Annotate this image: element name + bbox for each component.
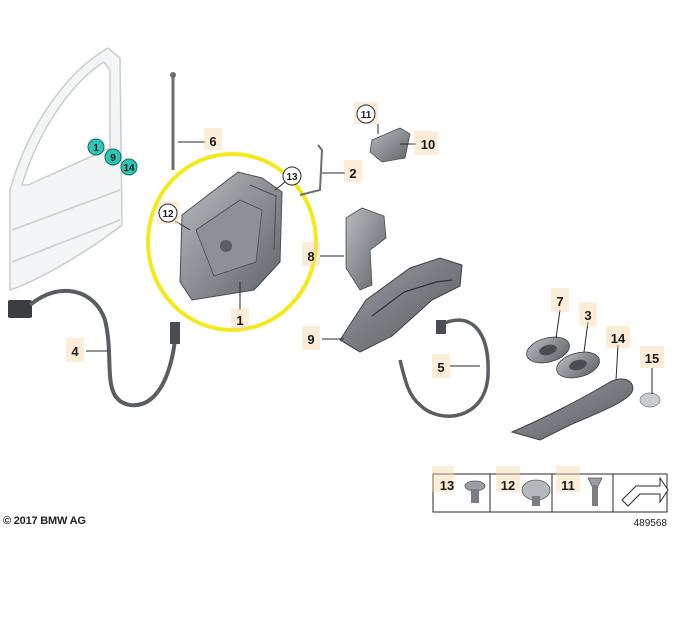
svg-text:3: 3 <box>584 308 591 323</box>
bracket-10 <box>369 127 411 163</box>
svg-text:15: 15 <box>645 351 659 366</box>
svg-text:8: 8 <box>307 249 314 264</box>
svg-text:13: 13 <box>286 172 298 183</box>
door-outline <box>9 47 123 292</box>
fastener-legend: 13 12 11 <box>432 466 669 513</box>
handle-carrier-9 <box>339 257 463 353</box>
legend-item-12[interactable]: 12 <box>496 466 551 506</box>
door-badge-1[interactable]: 1 <box>87 138 105 156</box>
countersunk-screw-icon <box>587 477 603 506</box>
bracket-8 <box>345 207 387 291</box>
cap-15 <box>639 392 661 408</box>
svg-text:14: 14 <box>123 163 135 174</box>
callout-3[interactable]: 3 <box>579 302 597 326</box>
drawing-id: 489568 <box>634 518 668 529</box>
cap-7 <box>526 336 570 364</box>
door-lock-actuator <box>179 171 283 301</box>
circled-11[interactable]: 11 <box>354 102 378 124</box>
callout-2[interactable]: 2 <box>344 160 362 182</box>
svg-text:1: 1 <box>236 313 243 328</box>
callout-1[interactable]: 1 <box>231 308 249 330</box>
svg-text:7: 7 <box>556 294 563 309</box>
callout-14[interactable]: 14 <box>606 326 630 348</box>
svg-text:11: 11 <box>361 110 372 121</box>
callout-5[interactable]: 5 <box>432 354 450 378</box>
flat-head-screw-icon <box>464 480 486 503</box>
cable-connector-left <box>8 300 32 318</box>
copyright-notice: © 2017 BMW AG <box>3 515 86 527</box>
arrow-symbol-icon <box>621 476 669 507</box>
highlight-ring <box>146 152 318 332</box>
legend-item-13[interactable]: 13 <box>432 466 486 503</box>
rod-2 <box>299 144 324 196</box>
circled-13[interactable]: 13 <box>282 166 302 186</box>
svg-text:6: 6 <box>209 134 216 149</box>
callout-8[interactable]: 8 <box>302 242 320 266</box>
callouts <box>86 124 653 394</box>
door-badge-9[interactable]: 9 <box>104 148 122 166</box>
svg-text:9: 9 <box>307 332 314 347</box>
door-handle-14 <box>510 378 634 441</box>
svg-text:13: 13 <box>440 478 454 493</box>
svg-text:14: 14 <box>611 331 626 346</box>
round-head-screw-icon <box>521 479 551 506</box>
svg-text:5: 5 <box>437 360 444 375</box>
svg-text:2: 2 <box>349 166 356 181</box>
legend-item-11[interactable]: 11 <box>556 466 603 506</box>
svg-text:12: 12 <box>501 478 515 493</box>
callout-15[interactable]: 15 <box>640 346 664 368</box>
bowden-cable-4 <box>8 288 180 408</box>
svg-text:10: 10 <box>421 137 435 152</box>
callout-4[interactable]: 4 <box>66 338 84 362</box>
svg-text:1: 1 <box>93 143 99 154</box>
cap-3 <box>556 351 600 379</box>
callout-6[interactable]: 6 <box>204 128 222 150</box>
callout-10[interactable]: 10 <box>414 131 438 155</box>
bowden-cable-5 <box>398 318 490 418</box>
svg-text:11: 11 <box>561 478 575 493</box>
svg-text:9: 9 <box>110 153 116 164</box>
svg-text:4: 4 <box>71 344 79 359</box>
callout-9[interactable]: 9 <box>302 326 320 350</box>
door-badge-14[interactable]: 14 <box>120 158 138 176</box>
rod-6 <box>170 72 176 170</box>
callout-7[interactable]: 7 <box>551 288 569 312</box>
svg-text:12: 12 <box>162 209 174 220</box>
circled-12[interactable]: 12 <box>157 202 179 224</box>
cable-end-fitting <box>170 322 180 344</box>
door-badge-group: 1 9 14 <box>87 138 138 176</box>
